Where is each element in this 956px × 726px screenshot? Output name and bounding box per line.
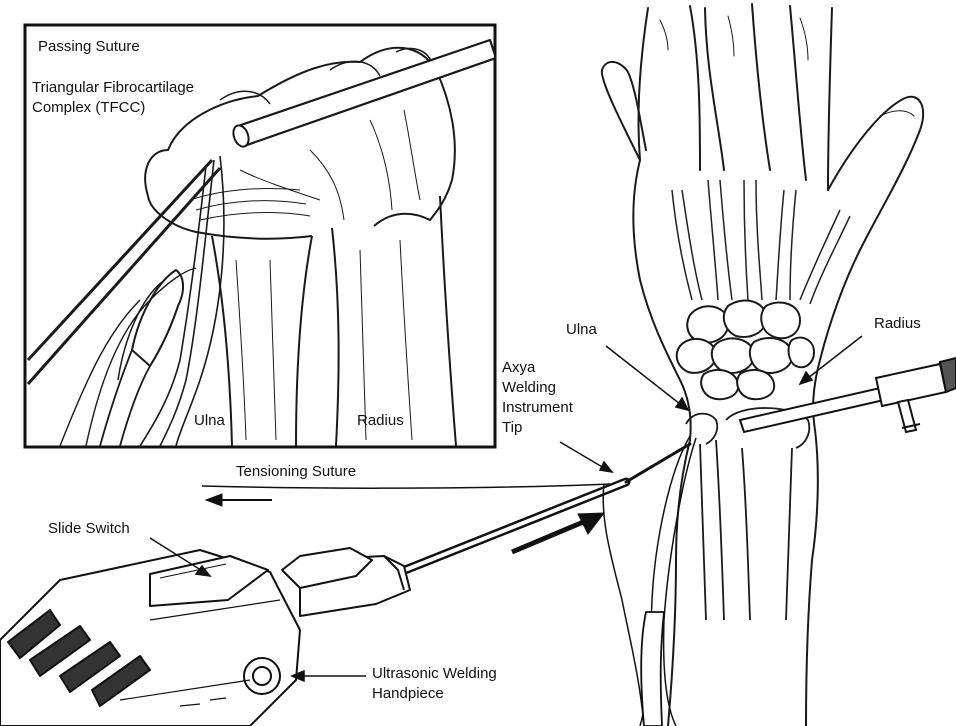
tfcc-label: Triangular Fibrocartilage Complex (TFCC) xyxy=(32,78,252,118)
handpiece-label-line-2: Handpiece xyxy=(372,684,572,704)
tfcc-label-line-1: Triangular Fibrocartilage xyxy=(32,78,252,98)
tip-label-line-4: Tip xyxy=(502,418,622,438)
inset-ulna-label: Ulna xyxy=(194,411,225,431)
handpiece-label: Ultrasonic Welding Handpiece xyxy=(372,664,572,704)
tensioning-suture-label: Tensioning Suture xyxy=(236,462,356,482)
inset-radius-label: Radius xyxy=(357,411,404,431)
tip-label-line-1: Axya xyxy=(502,358,622,378)
tip-label-line-2: Welding xyxy=(502,378,622,398)
slide-switch-label: Slide Switch xyxy=(48,519,130,539)
handpiece-label-line-1: Ultrasonic Welding xyxy=(372,664,572,684)
radius-label: Radius xyxy=(874,314,921,334)
tfcc-label-line-2: Complex (TFCC) xyxy=(32,98,252,118)
ulna-label: Ulna xyxy=(566,320,597,340)
suture-clamp xyxy=(641,612,664,726)
inset-title: Passing Suture xyxy=(38,37,140,57)
tip-label-line-3: Instrument xyxy=(502,398,622,418)
instrument-tip-label: Axya Welding Instrument Tip xyxy=(502,358,622,438)
